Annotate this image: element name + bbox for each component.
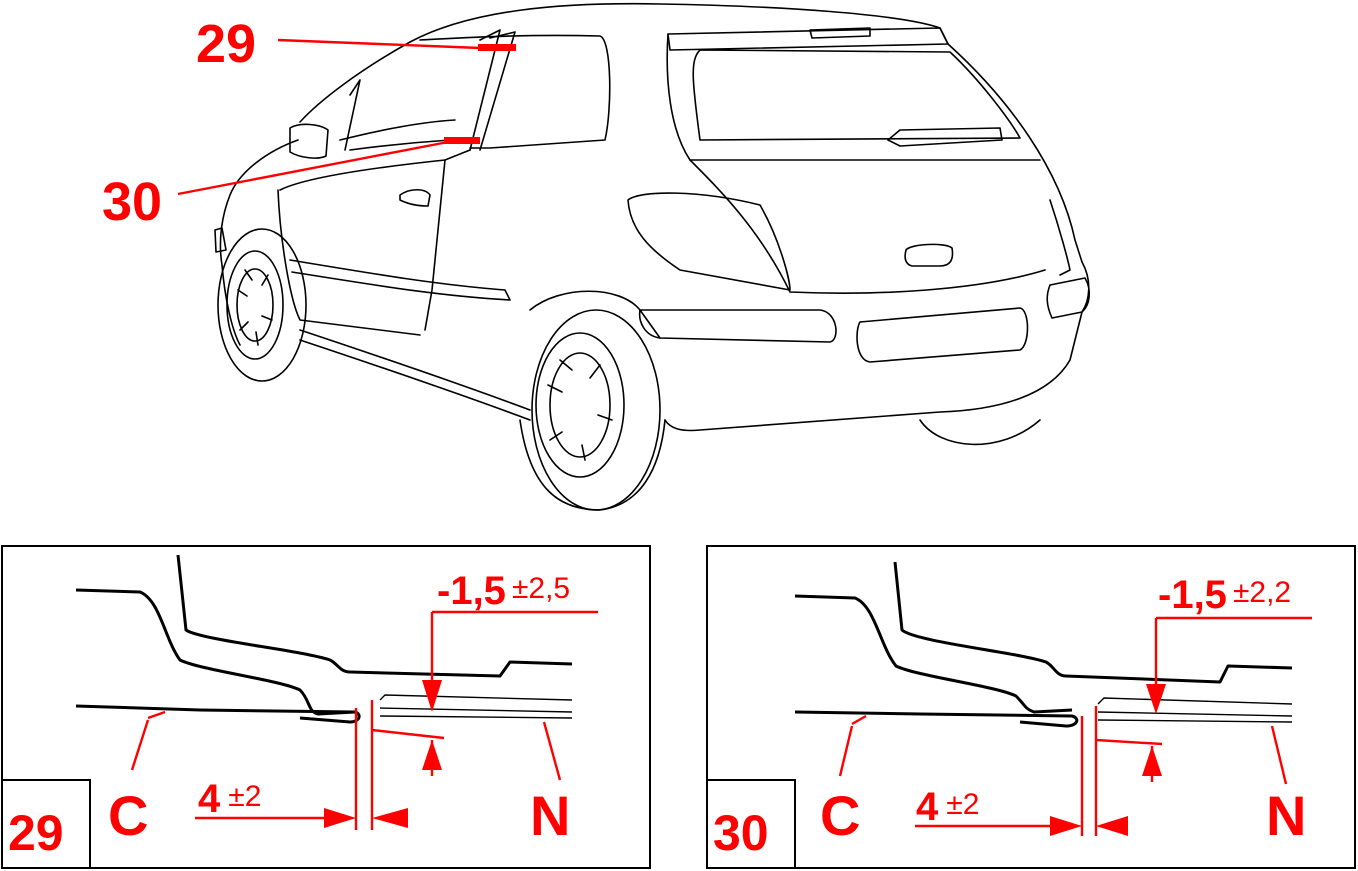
tolerance-main: -1,5 (437, 569, 506, 613)
right-part-label: N (530, 784, 570, 847)
tolerance-sup: ±2,5 (512, 572, 570, 605)
door-panel-profile (1097, 697, 1293, 723)
right-part-label: N (1266, 784, 1306, 847)
tolerance-sup: ±2,2 (1233, 576, 1291, 609)
gap-main: 4 (198, 777, 221, 821)
left-part-label: C (108, 784, 148, 847)
body-profile-upper (75, 588, 356, 716)
panel-profile-top (893, 561, 1293, 684)
gap-sup: ±2 (228, 780, 261, 813)
body-profile-upper (794, 594, 1073, 714)
detail-panel-30: 30 -1,5±2,2 4±2 C N (706, 545, 1356, 869)
panel-id-box (1, 779, 91, 869)
body-profile-lower (794, 710, 1079, 728)
detail-panel-29: 29 -1,5±2,5 4±2 C N (1, 545, 651, 869)
panel-id: 30 (713, 805, 769, 861)
svg-text:4±2: 4±2 (198, 777, 261, 821)
callout-leaders (177, 38, 516, 196)
left-part-label: C (820, 784, 860, 847)
panel-id-box (706, 779, 796, 869)
car-illustration (214, 2, 1091, 511)
svg-text:-1,5±2,2: -1,5±2,2 (1158, 573, 1291, 617)
panel-profile-top (176, 554, 573, 678)
svg-text:4±2: 4±2 (916, 785, 979, 829)
panel-frame (706, 545, 1356, 869)
tolerance-main: -1,5 (1158, 573, 1227, 617)
callout-30-label: 30 (102, 172, 162, 232)
svg-text:-1,5±2,5: -1,5±2,5 (437, 569, 570, 613)
panel-frame (1, 545, 651, 869)
gap-sup: ±2 (946, 788, 979, 821)
callout-29-label: 29 (196, 14, 256, 74)
door-panel-profile (379, 694, 573, 719)
panel-id: 29 (8, 805, 64, 861)
gap-main: 4 (916, 785, 939, 829)
